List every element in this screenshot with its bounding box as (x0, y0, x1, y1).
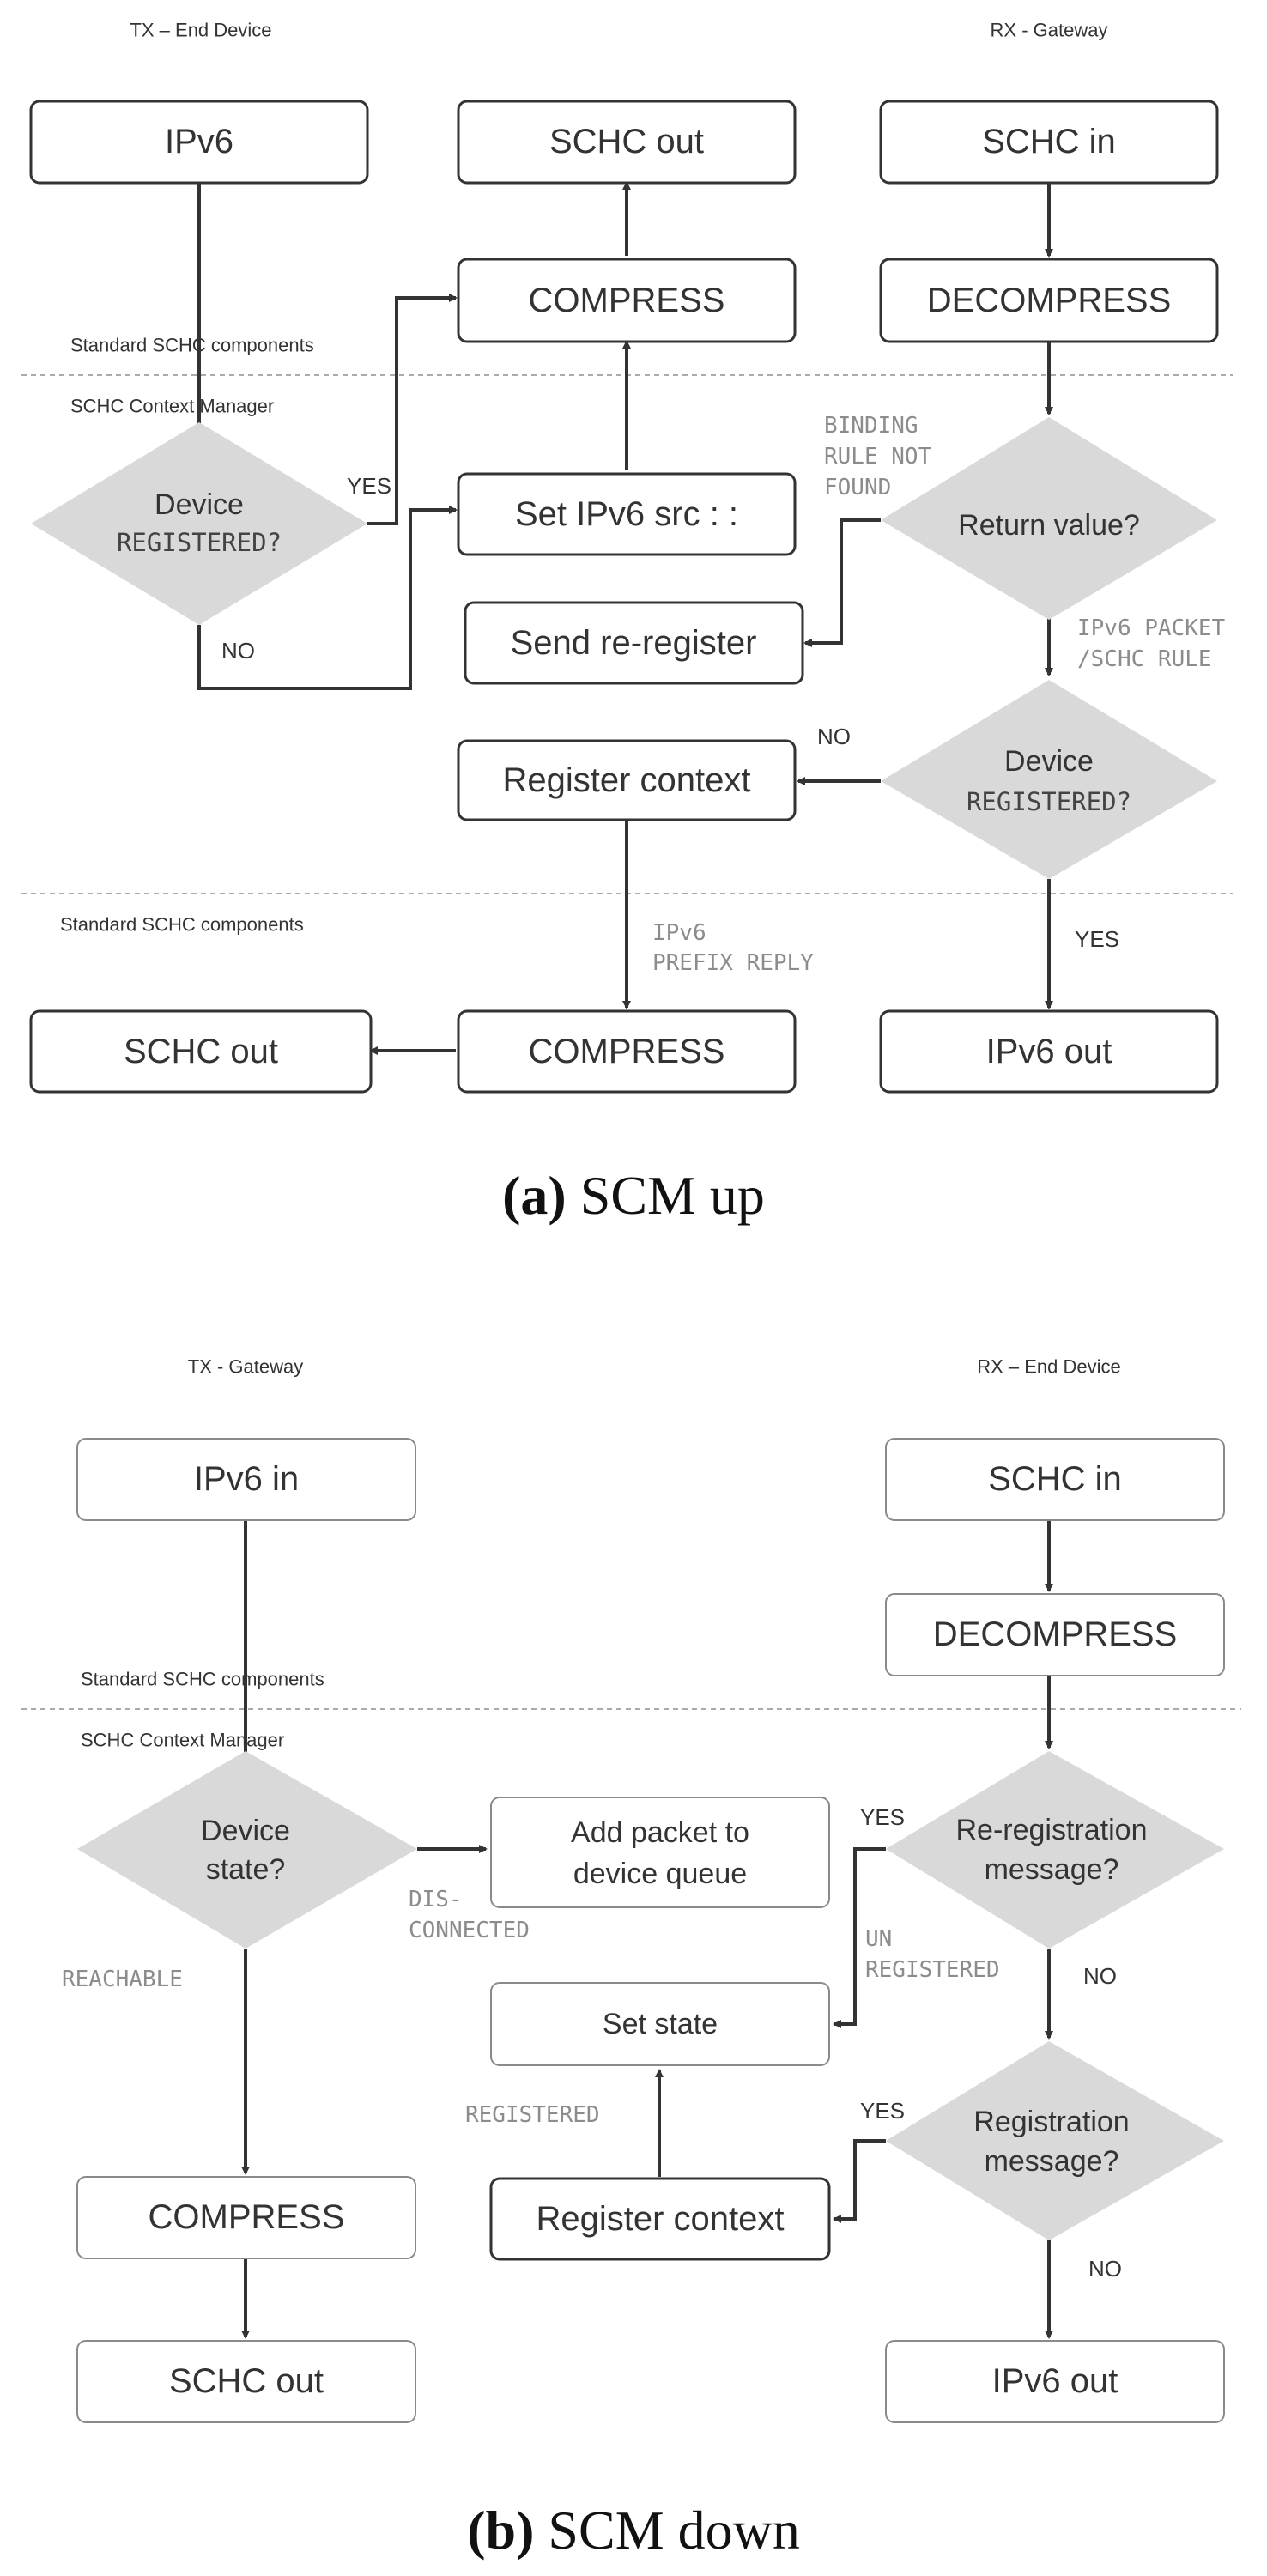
svg-text:Add packet to: Add packet to (571, 1816, 749, 1849)
edge-label-binding-2: RULE NOT (824, 444, 932, 470)
edge-label-prefix-1: IPv6 (652, 920, 706, 946)
node-schc-out-top: SCHC out (457, 100, 797, 185)
svg-text:SCHC out: SCHC out (169, 2362, 324, 2400)
node-register-context-b: Register context (489, 2177, 831, 2261)
svg-text:SCHC in: SCHC in (982, 123, 1116, 161)
node-device-state: Device state? (77, 1751, 417, 1949)
node-compress-b: COMPRESS (76, 2176, 416, 2259)
node-reregistration-message: Re-registration message? (886, 1751, 1224, 1949)
arrow-reg-to-register-context (833, 2139, 886, 2223)
section-standard-top: Standard SCHC components (70, 335, 314, 356)
svg-text:DECOMPRESS: DECOMPRESS (927, 282, 1172, 319)
svg-text:message?: message? (985, 2145, 1119, 2178)
svg-text:Re-registration: Re-registration (956, 1814, 1148, 1846)
svg-text:COMPRESS: COMPRESS (529, 1033, 725, 1070)
edge-label-reachable: REACHABLE (62, 1967, 183, 1992)
edge-label-registered: REGISTERED (465, 2102, 600, 2128)
caption-a: (a) SCM up (502, 1165, 765, 1226)
node-set-ipv6-src: Set IPv6 src : : (457, 472, 797, 556)
node-ipv6-out: IPv6 out (879, 1009, 1219, 1094)
edge-label-no-2: NO (817, 724, 851, 749)
node-device-registered-tx: Device REGISTERED? (31, 422, 367, 625)
node-add-packet: Add packet to device queue (490, 1797, 830, 1908)
edge-label-yes: YES (347, 473, 391, 499)
svg-text:REGISTERED?: REGISTERED? (967, 787, 1131, 816)
svg-text:DECOMPRESS: DECOMPRESS (933, 1615, 1178, 1653)
edge-label-prefix-2: PREFIX REPLY (652, 950, 814, 976)
svg-text:SCHC out: SCHC out (549, 123, 704, 161)
edge-label-yes-b-2: YES (860, 2098, 905, 2124)
edge-label-no: NO (221, 638, 255, 664)
svg-text:Register context: Register context (502, 761, 750, 799)
node-schc-in-b: SCHC in (885, 1438, 1225, 1521)
section-standard-bottom: Standard SCHC components (60, 914, 304, 936)
panel-a: TX – End Device RX - Gateway Standard SC… (21, 20, 1233, 1226)
svg-text:Set IPv6 src : :: Set IPv6 src : : (515, 495, 738, 533)
caption-b: (b) SCM down (467, 2500, 800, 2561)
edge-label-unregistered-1: UN (865, 1926, 892, 1952)
node-compress-bottom: COMPRESS (457, 1009, 797, 1094)
node-ipv6-in: IPv6 in (76, 1438, 416, 1521)
svg-text:Registration: Registration (973, 2106, 1129, 2138)
svg-text:Device: Device (1004, 745, 1094, 778)
edge-label-unregistered-2: REGISTERED (865, 1957, 1000, 1983)
svg-text:IPv6 out: IPv6 out (992, 2362, 1118, 2400)
arrow-yes-to-compress (367, 294, 458, 525)
node-ipv6: IPv6 (29, 100, 369, 185)
svg-text:Send re-register: Send re-register (511, 624, 757, 662)
node-decompress-b: DECOMPRESS (885, 1593, 1225, 1676)
arrow-rereg-to-set-state (833, 1847, 886, 2028)
svg-text:IPv6 out: IPv6 out (986, 1033, 1112, 1070)
edge-label-ipv6-packet-1: IPv6 PACKET (1077, 615, 1226, 641)
svg-text:Return value?: Return value? (958, 509, 1140, 542)
node-set-state: Set state (490, 1982, 830, 2066)
arrow-no-to-set-src (197, 506, 458, 690)
edge-label-no-b-2: NO (1088, 2256, 1122, 2282)
edge-label-disconnected-1: DIS- (409, 1887, 463, 1912)
panel-b: TX - Gateway RX – End Device Standard SC… (21, 1356, 1241, 2561)
lane-label-rx-b: RX – End Device (977, 1356, 1121, 1378)
svg-text:state?: state? (206, 1853, 286, 1886)
edge-label-ipv6-packet-2: /SCHC RULE (1077, 646, 1212, 672)
lane-label-tx-b: TX - Gateway (188, 1356, 303, 1378)
node-register-context: Register context (457, 739, 797, 821)
node-compress-top: COMPRESS (457, 258, 797, 343)
svg-text:Device: Device (155, 488, 244, 521)
node-registration-message: Registration message? (886, 2041, 1224, 2240)
svg-text:Register context: Register context (536, 2200, 784, 2238)
svg-text:Device: Device (201, 1815, 290, 1847)
section-standard-b: Standard SCHC components (81, 1669, 324, 1690)
svg-text:IPv6 in: IPv6 in (194, 1460, 299, 1498)
node-ipv6-out-b: IPv6 out (885, 2340, 1225, 2423)
svg-text:Set state: Set state (603, 2008, 718, 2040)
edge-label-yes-b: YES (860, 1804, 905, 1830)
section-context-manager: SCHC Context Manager (70, 396, 274, 417)
svg-text:COMPRESS: COMPRESS (149, 2198, 345, 2236)
svg-text:SCHC out: SCHC out (124, 1033, 278, 1070)
node-schc-out-b: SCHC out (76, 2340, 416, 2423)
arrow-return-to-reregister (803, 518, 881, 647)
svg-text:REGISTERED?: REGISTERED? (117, 528, 282, 557)
node-schc-out-bottom: SCHC out (29, 1009, 373, 1094)
svg-text:device queue: device queue (573, 1858, 747, 1890)
lane-label-tx: TX – End Device (130, 20, 271, 41)
node-schc-in: SCHC in (879, 100, 1219, 185)
edge-label-binding-3: FOUND (824, 475, 891, 500)
edge-label-no-b: NO (1083, 1963, 1117, 1989)
edge-label-disconnected-2: CONNECTED (409, 1918, 530, 1943)
edge-label-binding-1: BINDING (824, 413, 918, 439)
lane-label-rx: RX - Gateway (991, 20, 1108, 41)
svg-text:IPv6: IPv6 (165, 123, 233, 161)
node-decompress: DECOMPRESS (879, 258, 1219, 343)
node-device-registered-rx: Device REGISTERED? (881, 680, 1217, 879)
node-send-reregister: Send re-register (464, 601, 804, 685)
section-context-manager-b: SCHC Context Manager (81, 1730, 284, 1751)
svg-text:message?: message? (985, 1853, 1119, 1886)
edge-label-yes-2: YES (1075, 926, 1119, 952)
node-return-value: Return value? (881, 417, 1217, 620)
svg-text:SCHC in: SCHC in (988, 1460, 1122, 1498)
svg-text:COMPRESS: COMPRESS (529, 282, 725, 319)
